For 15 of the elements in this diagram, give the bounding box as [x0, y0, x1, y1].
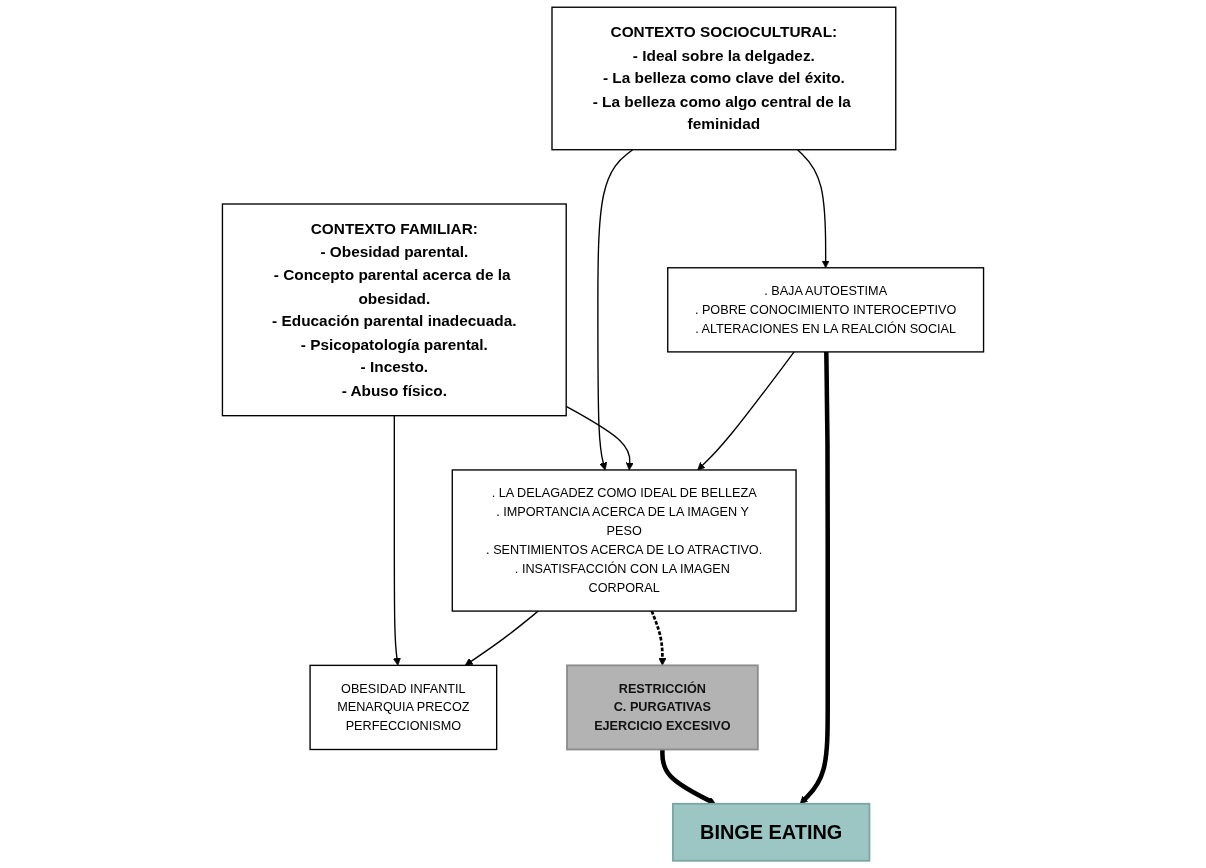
node-box: . BAJA AUTOESTIMA . POBRE CONOCIMIENTO INTEROCEPTIVO . ALTERACIONES EN LA REALCIÓN SOCIAL: [667, 267, 985, 353]
arrow: [393, 415, 401, 666]
arrow: [796, 149, 830, 269]
node-box: CONTEXTO SOCIOCULTURAL: - Ideal sobre la delgadez. - La belleza como clave del éxito. - La belleza como algo central de la feminidad: [551, 6, 897, 151]
node-box: . LA DELAGADEZ COMO IDEAL DE BELLEZA . IMPORTANCIA ACERCA DE LA IMAGEN Y PESO . SENTIMIENTOS ACERCA DE LO ATRACTIVO. . INSATISFACCIÓN CON LA IMAGEN CORPORAL: [451, 469, 797, 612]
node-box: OBESIDAD INFANTIL MENARQUIA PRECOZ PERFECCIONISMO: [309, 664, 498, 751]
arrow: [697, 351, 795, 471]
node-box: BINGE EATING: [672, 802, 871, 862]
arrow: [660, 749, 716, 805]
arrow: [650, 610, 667, 666]
arrow: [597, 149, 634, 471]
arrow: [464, 610, 539, 666]
node-box: CONTEXTO FAMILIAR: - Obesidad parental. - Concepto parental acerca de la obesidad. - Educación parental inadecuada. - Psicopatología parental. - Incesto. - Abuso físico.: [221, 203, 567, 417]
node-box: RESTRICCIÓN C. PURGATIVAS EJERCICIO EXCESIVO: [566, 664, 759, 751]
arrow: [799, 351, 830, 805]
